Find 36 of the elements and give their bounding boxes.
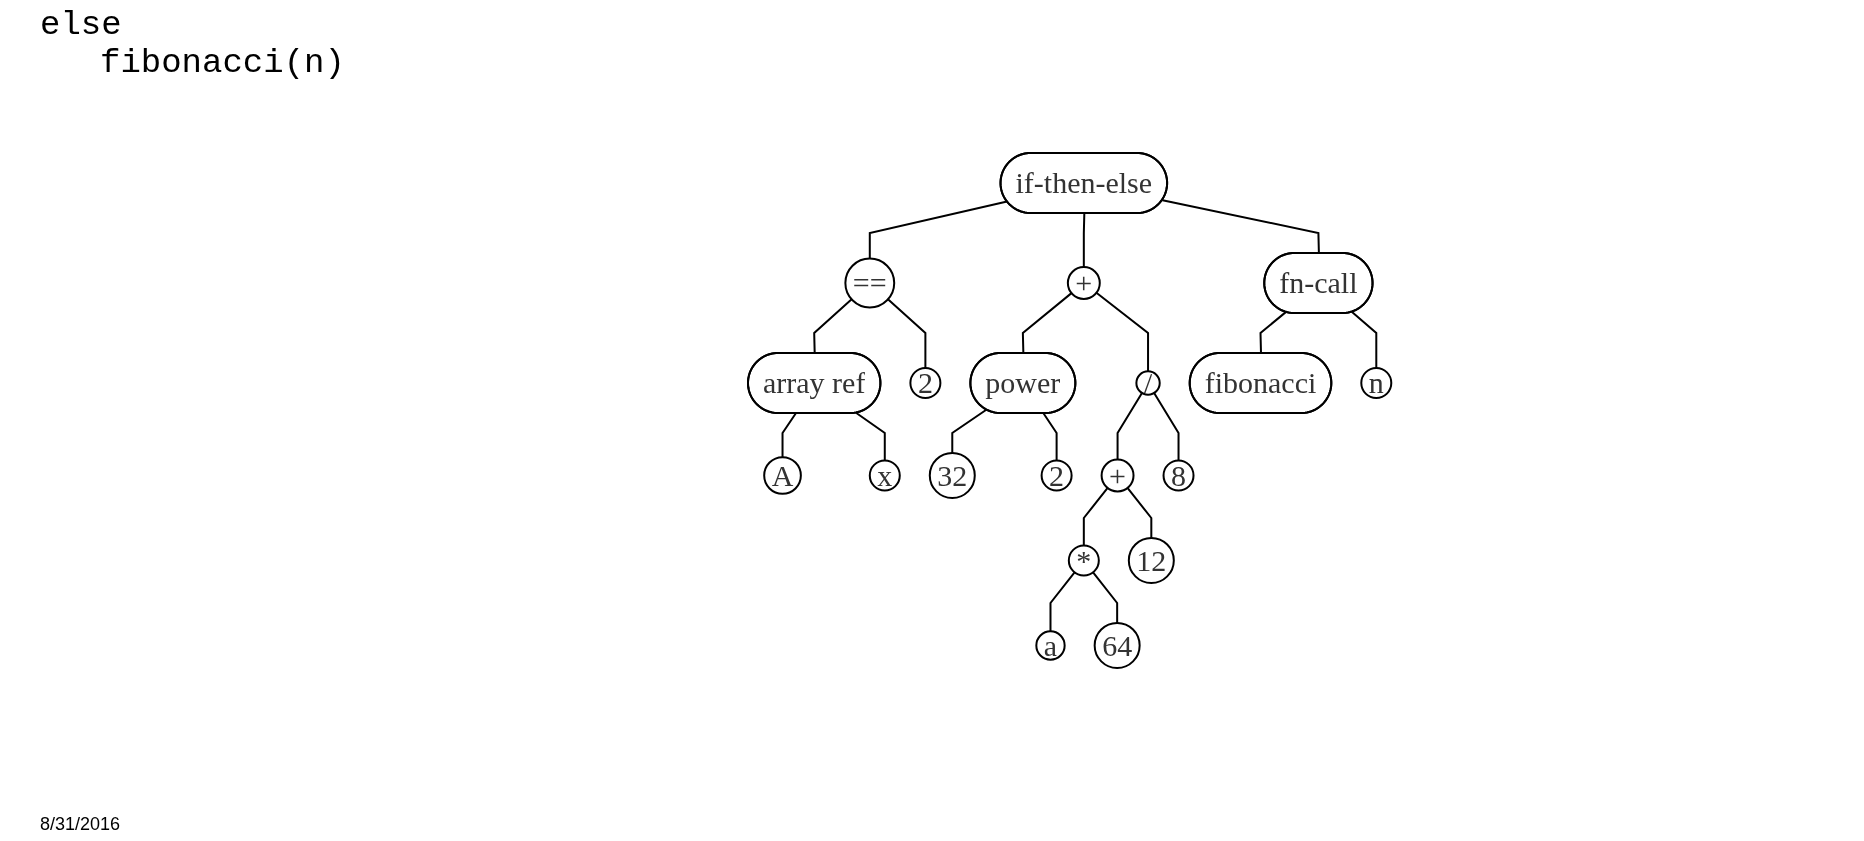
connector (887, 297, 927, 369)
connector (1161, 198, 1321, 254)
connector (1083, 486, 1109, 546)
connector (1092, 570, 1119, 624)
connector (1116, 391, 1144, 461)
node-circle: A (763, 455, 803, 495)
connector (1259, 310, 1288, 354)
node-circle: 12 (1128, 536, 1176, 584)
node-circle: / (1135, 369, 1162, 396)
connector (781, 412, 798, 458)
node-circle: * (1068, 544, 1101, 576)
node-circle: 64 (1094, 621, 1141, 669)
node-circle: 2 (909, 366, 942, 399)
connector (951, 408, 988, 454)
node-circle: 8 (1162, 459, 1195, 491)
node-circle: x (869, 459, 902, 491)
connector (1095, 291, 1150, 372)
node-circle: == (844, 257, 896, 308)
connector (1083, 212, 1086, 268)
connector (1022, 291, 1073, 354)
connector (1042, 412, 1058, 461)
node-circle: 2 (1040, 459, 1073, 491)
code-text: fibonacci(n) (99, 44, 345, 82)
node-circle: a (1035, 629, 1066, 661)
node-circle: + (1067, 265, 1102, 300)
node-circle: + (1100, 458, 1135, 492)
code-text: else (40, 6, 123, 44)
connector (1126, 486, 1153, 539)
node-circle: 32 (929, 451, 977, 499)
connector (1351, 310, 1378, 369)
connector (813, 297, 853, 354)
date-text: 8/31/2016 (40, 814, 121, 835)
connector (1049, 570, 1076, 632)
node-circle: n (1360, 366, 1393, 399)
connector (855, 411, 887, 461)
connector (1153, 391, 1180, 461)
